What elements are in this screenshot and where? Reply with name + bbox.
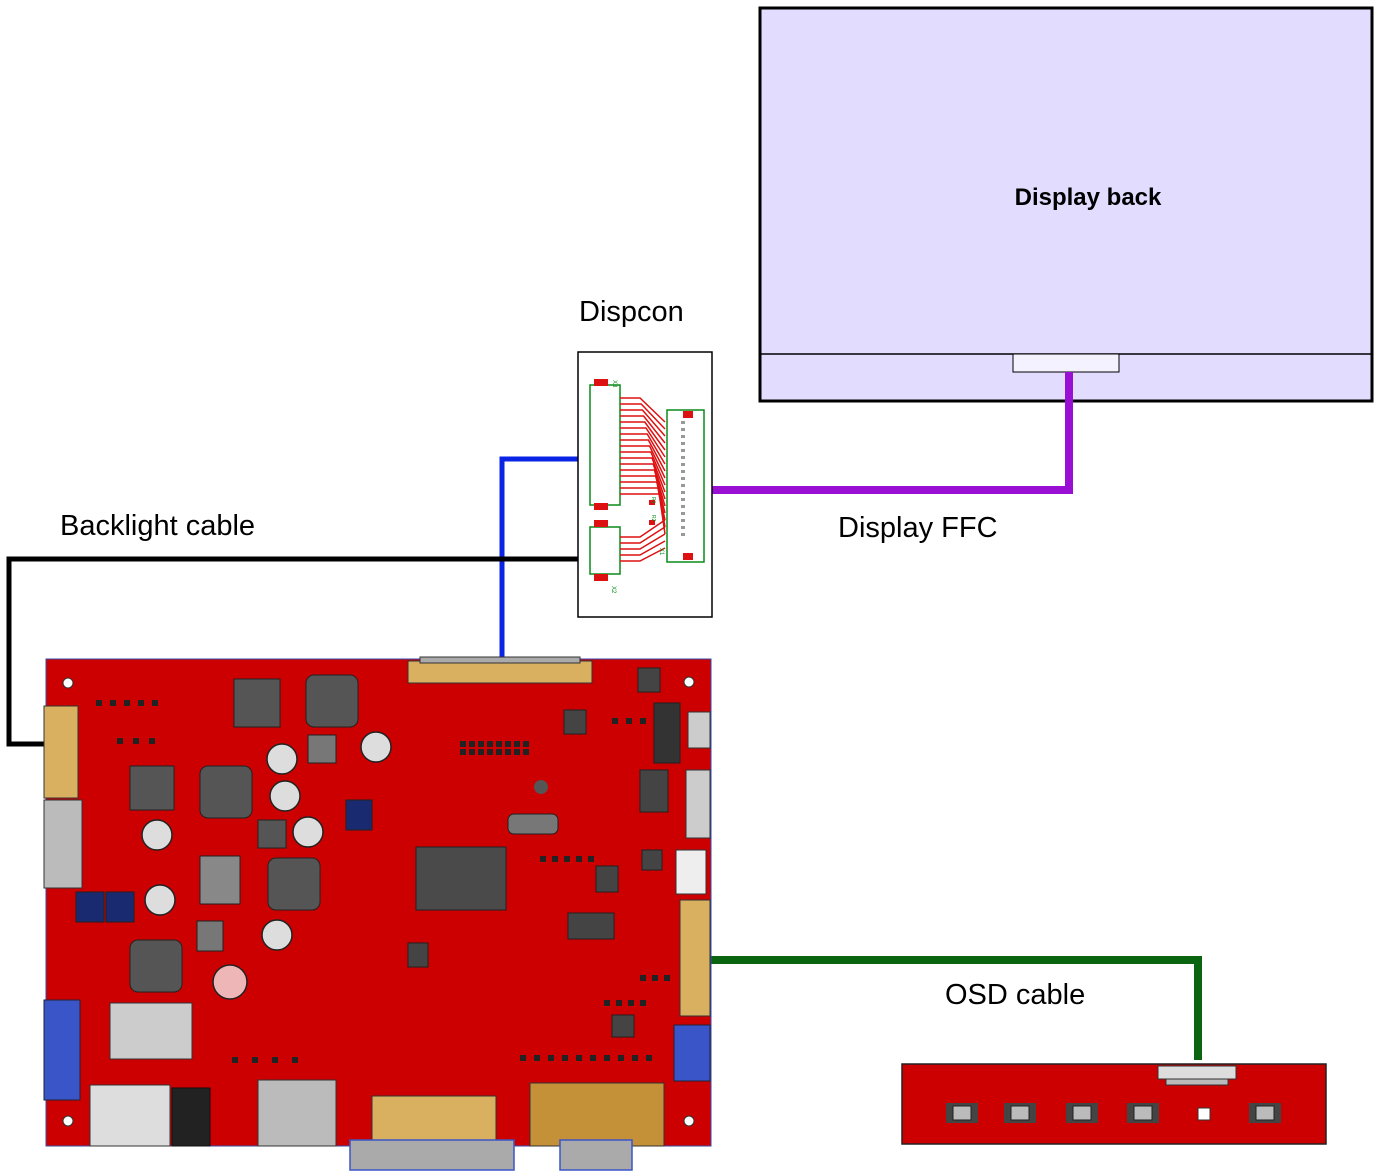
osd-cable-line — [710, 956, 1202, 1060]
svg-text:X2: X2 — [610, 586, 616, 594]
display-back-panel — [758, 6, 1374, 403]
blue-lvds-cable — [499, 456, 578, 659]
dispcon-label: Dispcon — [579, 296, 684, 328]
svg-text:X3: X3 — [611, 380, 617, 388]
display-ffc-label: Display FFC — [838, 512, 998, 544]
osd-cable-label: OSD cable — [945, 979, 1086, 1011]
display-ffc-cable — [704, 372, 1073, 494]
svg-text:R1: R1 — [650, 497, 656, 504]
display-back-title: Display back — [1014, 184, 1162, 211]
display-connector — [1012, 353, 1120, 373]
svg-text:R2: R2 — [650, 515, 656, 522]
svg-text:X1: X1 — [658, 548, 664, 556]
backlight-cable-label: Backlight cable — [60, 510, 256, 542]
backlight-cable-line — [6, 556, 578, 747]
backlight-connector — [43, 705, 79, 799]
connector-x1 — [666, 409, 705, 563]
controller-board — [43, 656, 712, 1171]
dispcon-board: X3 X2 X1 R1 R2 — [577, 351, 713, 618]
osd-keypad-board — [901, 1063, 1327, 1145]
